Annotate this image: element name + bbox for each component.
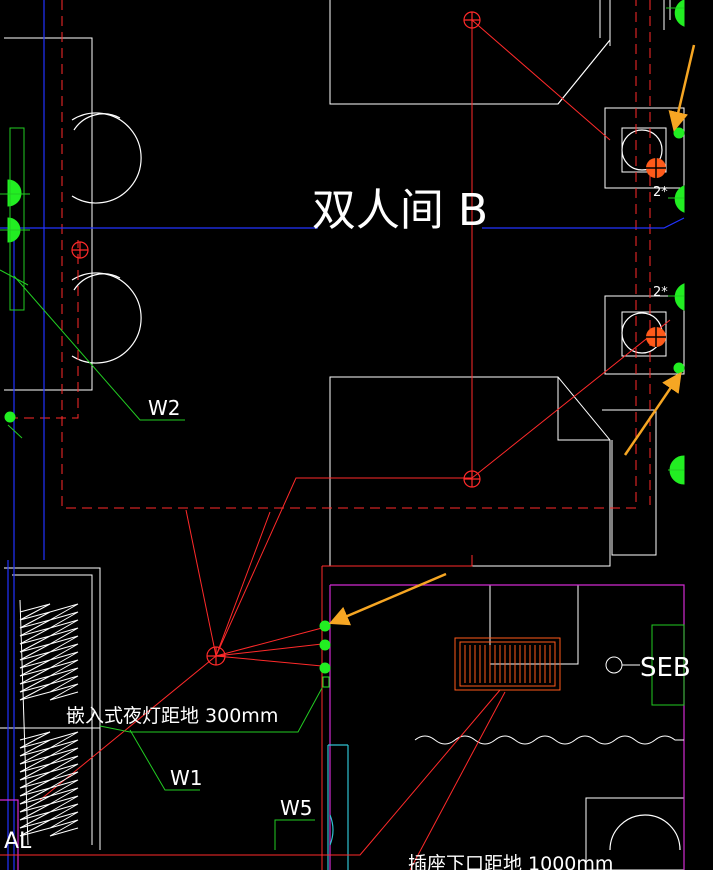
room-dashed-outline xyxy=(8,0,651,509)
door-fixture xyxy=(327,744,349,870)
bathroom-outline xyxy=(0,584,685,870)
wardrobe-hangers xyxy=(19,599,79,846)
switch-mark-upper: 2* xyxy=(653,185,668,200)
room-label: 双人间 B xyxy=(312,185,488,236)
circuit-label-w1: W1 xyxy=(170,766,203,790)
seb-symbol xyxy=(605,656,640,674)
circuit-label-w5: W5 xyxy=(280,796,313,820)
highlight-arrows xyxy=(328,44,696,626)
green-device-outlines xyxy=(0,7,685,706)
leader-lines xyxy=(0,269,323,850)
blue-cables xyxy=(0,0,685,870)
note-night-light: 嵌入式夜灯距地 300mm xyxy=(66,705,278,727)
switch-mark-lower: 2* xyxy=(653,285,668,300)
walls xyxy=(0,0,685,870)
socket-outlet xyxy=(454,637,561,691)
junction-boxes xyxy=(71,11,481,666)
red-cables xyxy=(0,19,671,870)
bed-symbols xyxy=(71,112,681,851)
seb-label: SEB xyxy=(640,653,691,683)
curtain-line xyxy=(414,735,684,745)
green-devices xyxy=(4,0,685,688)
panel-label-al: AL xyxy=(4,829,32,854)
circuit-label-w2: W2 xyxy=(148,396,181,420)
bedside-lamp-symbols xyxy=(646,158,666,347)
note-socket-height: 插座下口距地 1000mm xyxy=(408,853,613,870)
